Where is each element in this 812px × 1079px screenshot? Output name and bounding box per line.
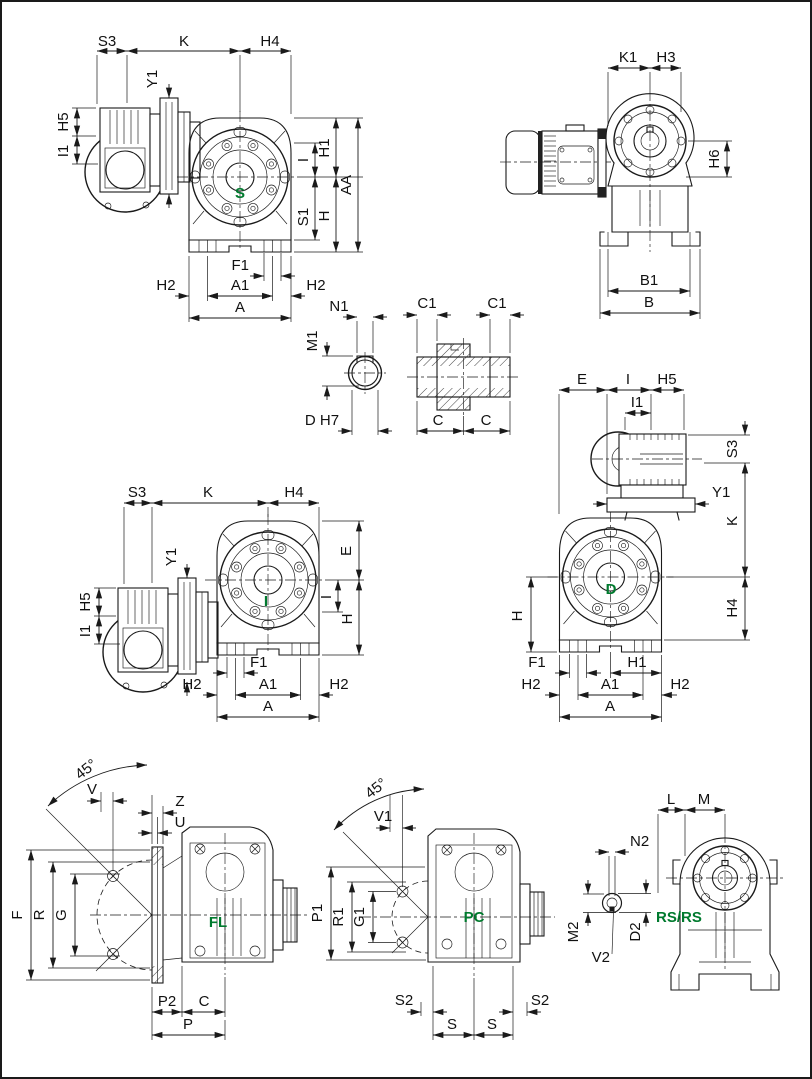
dim-label-d-f1: F1: [528, 654, 546, 671]
dim-label-d-y1: Y1: [712, 484, 730, 501]
dim-label-d-h: H: [509, 611, 526, 622]
dim-label-i-h4: H4: [284, 484, 303, 501]
dim-label-pc-p1: P1: [309, 904, 326, 922]
dim-label-b-k1: K1: [619, 49, 637, 66]
dim-label-hub-c1-left: C1: [417, 295, 436, 312]
dim-label-pc-r1: R1: [330, 907, 347, 926]
dim-label-i-k: K: [203, 484, 213, 501]
dim-label-d-k: K: [724, 516, 741, 526]
dim-label-pc-s-right: S: [487, 1016, 497, 1033]
dim-label-pc-angle: 45°: [362, 775, 390, 802]
dim-label-pc-s2-right: S2: [531, 992, 549, 1009]
dim-label-fl-u: U: [175, 814, 186, 831]
version-letter-s: S: [235, 185, 245, 202]
dim-label-s-h5: H5: [55, 112, 72, 131]
dim-label-s-f1: F1: [231, 257, 249, 274]
dim-label-i-a: A: [263, 698, 273, 715]
dim-label-b-h3: H3: [656, 49, 675, 66]
dim-label-pc-s-left: S: [447, 1016, 457, 1033]
dim-label-b-h6: H6: [706, 149, 723, 168]
dim-label-d-i: I: [626, 371, 630, 388]
dim-label-i-i1: I1: [77, 625, 94, 638]
dim-label-hub-dh7: D H7: [305, 412, 339, 429]
dim-label-fl-angle: 45°: [72, 756, 100, 783]
version-letter-d: D: [606, 581, 617, 598]
dim-label-s-s1: S1: [295, 208, 312, 226]
dim-label-hub-n1: N1: [329, 298, 348, 315]
dim-label-fl-r: R: [31, 909, 48, 920]
dim-label-i-e: E: [338, 546, 355, 556]
view-fl: 45° V Z U F R G P2 C P FL: [9, 756, 310, 1040]
version-letter-rs: RS/RS: [656, 909, 702, 926]
dim-label-rs-v2: V2: [592, 949, 610, 966]
dim-label-hub-c-left: C: [433, 412, 444, 429]
version-letter-fl: FL: [209, 914, 227, 931]
dim-label-fl-c: C: [199, 993, 210, 1010]
dim-label-fl-g: G: [53, 909, 70, 921]
dim-label-i-h2-right: H2: [329, 676, 348, 693]
dim-label-i-i: I: [318, 595, 335, 599]
dim-label-s-h1: H1: [316, 138, 333, 157]
view-b: K1 H3 H6 B1 B: [500, 49, 732, 319]
dim-label-d-h2-right: H2: [670, 676, 689, 693]
dim-label-s-i: I: [295, 158, 312, 162]
dim-label-d-s3: S3: [724, 440, 741, 458]
dim-label-s-k: K: [179, 33, 189, 50]
dim-label-i-s3: S3: [128, 484, 146, 501]
dim-label-i-y1: Y1: [163, 548, 180, 566]
dim-label-i-h2-left: H2: [182, 676, 201, 693]
dim-label-pc-v1: V1: [374, 808, 392, 825]
dim-label-s-a: A: [235, 299, 245, 316]
view-pc: 45° V1 P1 R1 G1 S2 S2 S S PC: [309, 775, 555, 1040]
dim-label-s-h: H: [316, 211, 333, 222]
dim-label-b-b: B: [644, 294, 654, 311]
dim-label-rs-m: M: [698, 791, 711, 808]
dim-label-rs-d2: D2: [627, 922, 644, 941]
view-s: S3 K H4 Y1 H5 I1 I S1 H1 H AA F1 H2 A1 H…: [55, 33, 363, 322]
dim-label-rs-m2: M2: [565, 922, 582, 943]
dim-label-s-i1: I1: [55, 145, 72, 158]
dim-label-s-h2-left: H2: [156, 277, 175, 294]
dim-label-s-h2-right: H2: [306, 277, 325, 294]
dim-label-rs-n2: N2: [630, 833, 649, 850]
dim-label-fl-v: V: [87, 781, 97, 798]
dim-label-i-h5: H5: [77, 592, 94, 611]
dim-label-rs-l: L: [667, 791, 675, 808]
dim-label-s-s3: S3: [98, 33, 116, 50]
dim-label-s-h4: H4: [260, 33, 279, 50]
dim-label-i-h: H: [339, 614, 356, 625]
dim-label-s-aa: AA: [338, 175, 355, 195]
view-rs: L M N2 M2 D2 V2 RS/RS: [565, 791, 784, 991]
dim-label-fl-f: F: [9, 910, 26, 919]
dim-label-i-a1: A1: [259, 676, 277, 693]
view-i: S3 K H4 Y1 H5 I1 E I H F1 H2 A1 H2 A I: [77, 484, 364, 722]
dim-label-d-a: A: [605, 698, 615, 715]
dim-label-d-i1: I1: [631, 394, 644, 411]
dim-label-d-h4: H4: [724, 598, 741, 617]
dim-label-d-h2-left: H2: [521, 676, 540, 693]
dim-label-d-a1: A1: [601, 676, 619, 693]
version-letter-i: I: [264, 593, 268, 610]
dim-label-fl-z: Z: [175, 793, 184, 810]
dim-label-fl-p2: P2: [158, 993, 176, 1010]
dim-label-hub-m1: M1: [304, 331, 321, 352]
dim-label-d-h1: H1: [627, 654, 646, 671]
dim-label-fl-p: P: [183, 1016, 193, 1033]
dim-label-s-y1: Y1: [144, 70, 161, 88]
dim-label-hub-c1-right: C1: [487, 295, 506, 312]
dim-label-d-h5: H5: [657, 371, 676, 388]
dim-label-b-b1: B1: [640, 272, 658, 289]
dim-label-pc-g1: G1: [351, 907, 368, 927]
dim-label-pc-s2-left: S2: [395, 992, 413, 1009]
dim-label-hub-c-right: C: [481, 412, 492, 429]
dim-label-s-a1: A1: [231, 277, 249, 294]
version-letter-pc: PC: [464, 909, 485, 926]
view-d: E I H5 I1 Y1 S3 K H4 H F1 H1 H2 A1 H2 A …: [509, 371, 750, 722]
dim-label-i-f1: F1: [250, 654, 268, 671]
dim-label-d-e: E: [577, 371, 587, 388]
hollow-shaft-detail: N1 M1 D H7 C1 C1 C C: [304, 295, 524, 435]
